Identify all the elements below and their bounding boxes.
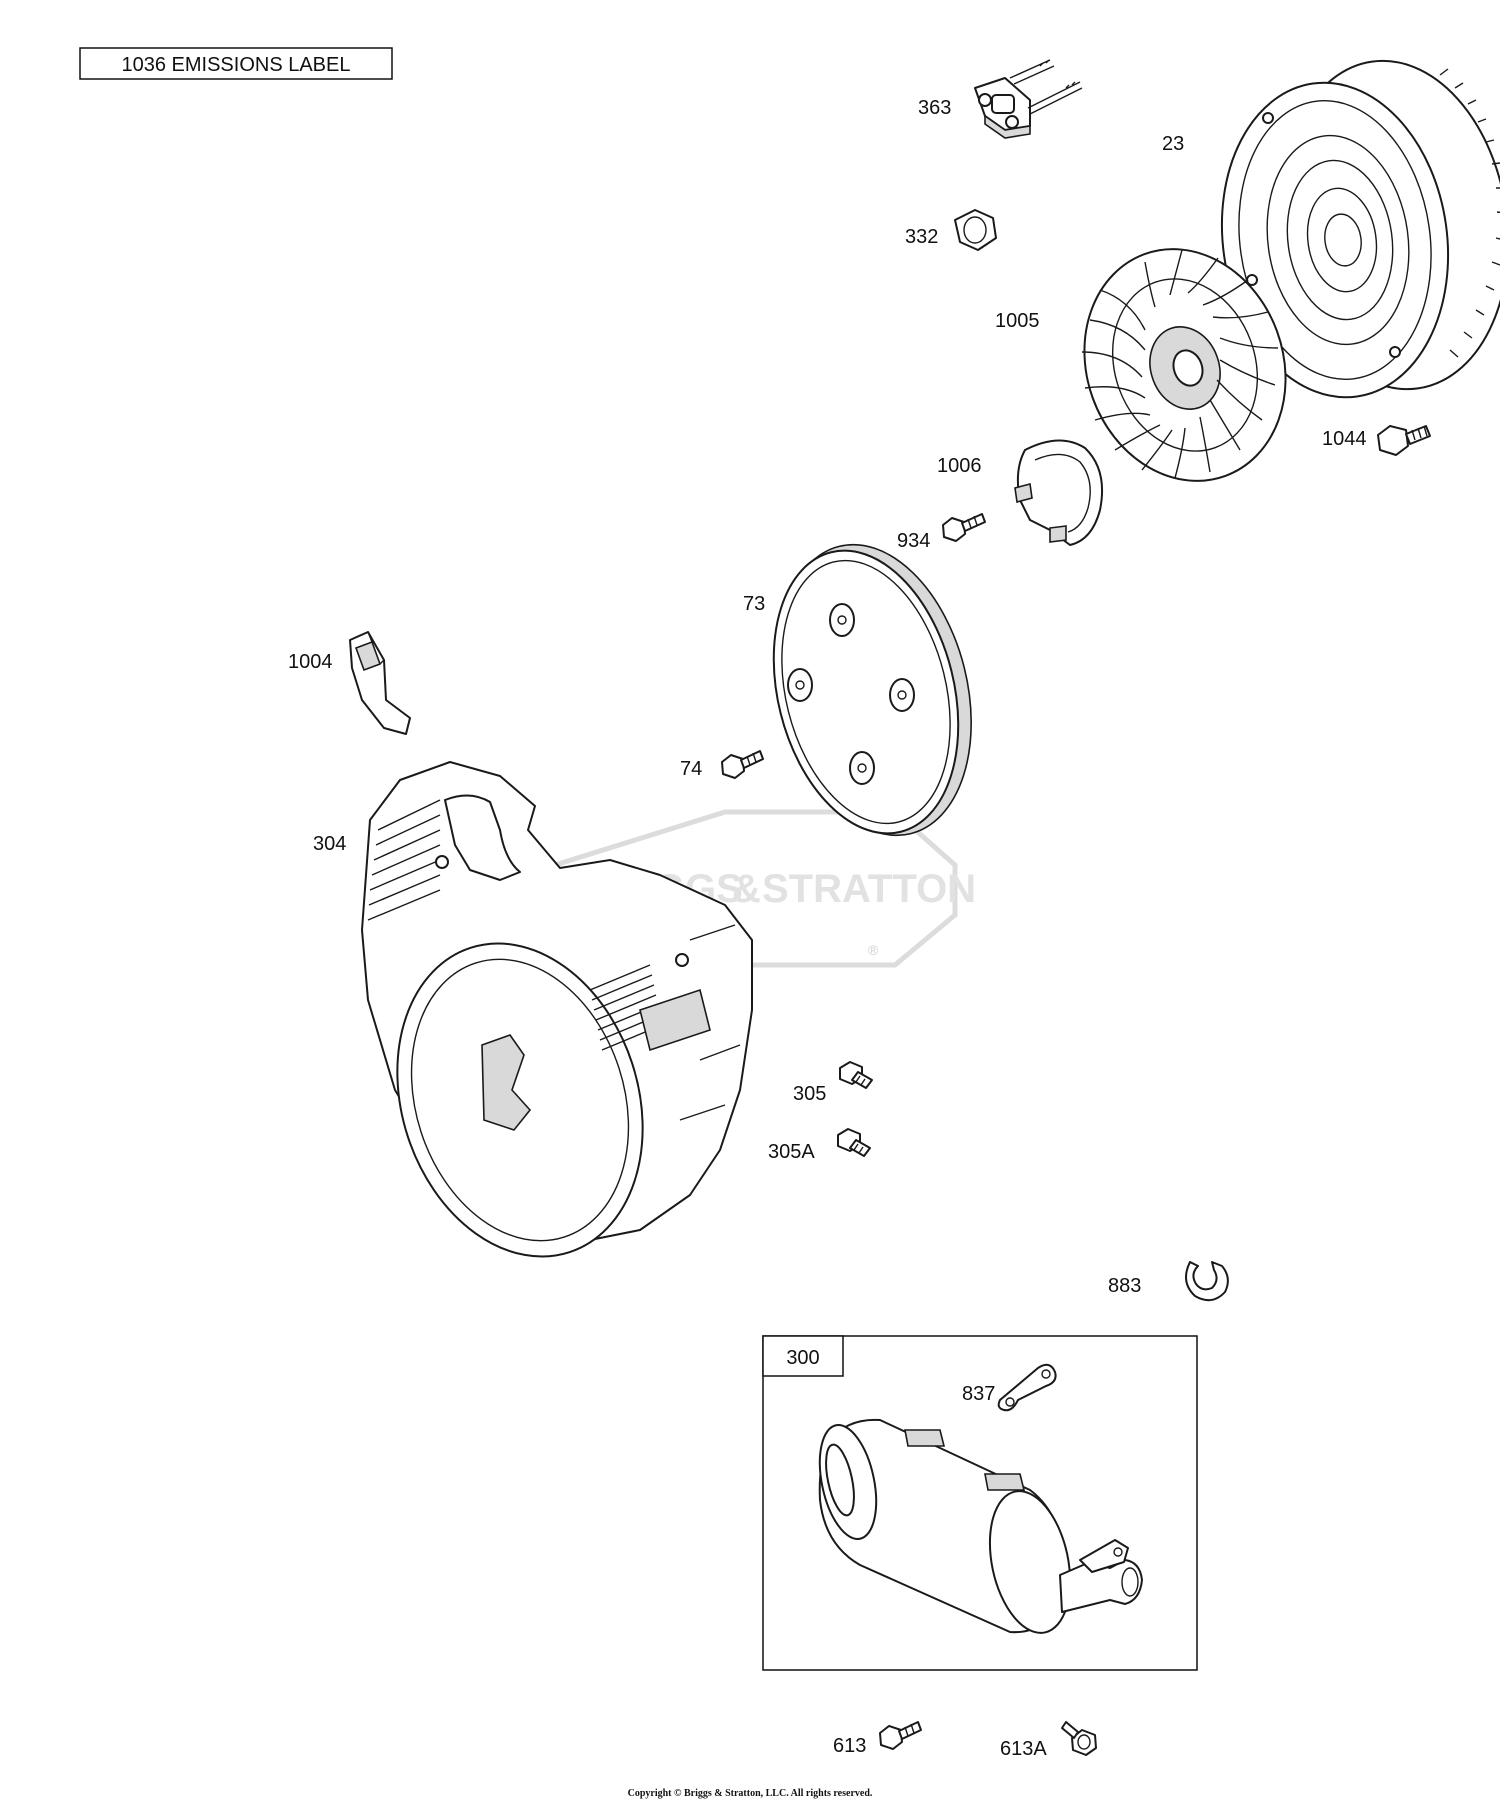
part-837-gasket: [997, 1363, 1057, 1412]
label-1044: 1044: [1322, 428, 1367, 450]
part-363-bracket: [974, 59, 1083, 139]
label-300: 300: [786, 1347, 819, 1369]
label-934: 934: [897, 530, 930, 552]
label-23: 23: [1162, 133, 1184, 155]
part-613a-bolt: [1061, 1721, 1097, 1756]
label-837: 837: [962, 1383, 995, 1405]
part-1006-cup: [1014, 439, 1104, 546]
label-305: 305: [793, 1083, 826, 1105]
label-1004: 1004: [288, 651, 333, 673]
label-883: 883: [1108, 1275, 1141, 1297]
watermark-amp: &: [732, 867, 761, 911]
label-363: 363: [918, 97, 951, 119]
part-muffler: [818, 1418, 1143, 1634]
emissions-label-text: 1036 EMISSIONS LABEL: [121, 54, 350, 76]
part-73-cover: [772, 543, 972, 837]
label-1005: 1005: [995, 310, 1040, 332]
watermark-registered: ®: [868, 942, 879, 958]
label-304: 304: [313, 833, 346, 855]
part-74-screw: [721, 750, 764, 779]
part-613-screw: [879, 1721, 922, 1750]
label-332: 332: [905, 226, 938, 248]
part-23-flywheel: [1220, 59, 1500, 399]
part-1005-fan: [1081, 248, 1287, 482]
label-613: 613: [833, 1735, 866, 1757]
part-883-clamp: [1185, 1261, 1229, 1302]
emissions-label-box: 1036 EMISSIONS LABEL: [79, 47, 393, 80]
part-304-housing: [361, 761, 753, 1258]
part-305-bolt: [839, 1061, 873, 1089]
copyright-text: Copyright © Briggs & Stratton, LLC. All …: [628, 1788, 873, 1799]
label-305a: 305A: [768, 1141, 815, 1163]
part-305a-bolt: [837, 1128, 871, 1157]
part-934-screw: [942, 513, 986, 542]
part-1004-bracket: [349, 631, 411, 735]
part-332-nut: [954, 209, 997, 251]
label-613a: 613A: [1000, 1738, 1047, 1760]
label-73: 73: [743, 593, 765, 615]
label-1006: 1006: [937, 455, 982, 477]
part-1044-bolt: [1377, 425, 1431, 456]
watermark-right: STRATTON: [762, 867, 976, 911]
label-74: 74: [680, 758, 702, 780]
